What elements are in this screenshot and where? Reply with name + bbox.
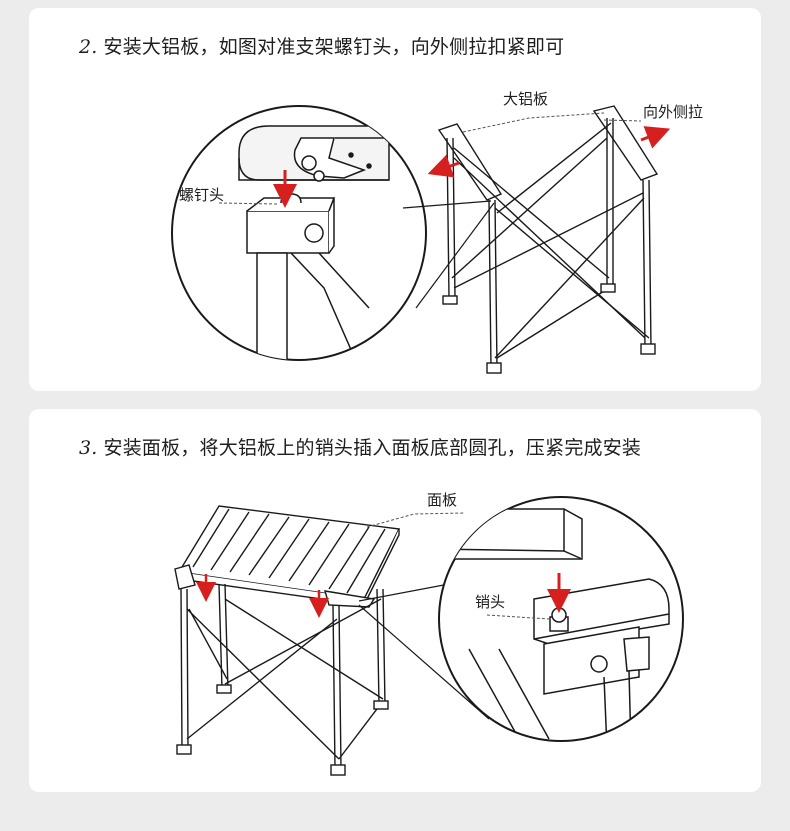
- step-3-illustration: [174, 496, 684, 776]
- step-2-number: 2.: [79, 36, 98, 58]
- label-panel: 面板: [427, 491, 458, 509]
- table-frame-step-3: [174, 505, 401, 776]
- step-2-text: 安装大铝板，如图对准支架螺钉头，向外侧拉扣紧即可: [103, 36, 565, 58]
- step-2-illustration: [171, 105, 671, 374]
- label-pin-head: 销头: [475, 593, 506, 611]
- step-3-number: 3.: [79, 437, 98, 459]
- label-pull-outward: 向外侧拉: [643, 103, 704, 121]
- zoom-circle-screw: [171, 105, 427, 361]
- zoom-circle-pin: [438, 496, 684, 742]
- step-3-card: 3.安装面板，将大铝板上的销头插入面板底部圆孔，压紧完成安装: [29, 409, 761, 792]
- chair-frame-step-2: [437, 105, 659, 374]
- pull-arrow-right: [640, 126, 671, 149]
- label-screw-head: 螺钉头: [179, 186, 225, 204]
- step-3-title: 3.安装面板，将大铝板上的销头插入面板底部圆孔，压紧完成安装: [79, 433, 641, 460]
- step-3-text: 安装面板，将大铝板上的销头插入面板底部圆孔，压紧完成安装: [103, 437, 642, 459]
- pull-arrow-left: [427, 154, 460, 178]
- step-2-title: 2.安装大铝板，如图对准支架螺钉头，向外侧拉扣紧即可: [79, 32, 564, 59]
- label-aluminum-plate: 大铝板: [503, 90, 549, 108]
- step-2-card: 2.安装大铝板，如图对准支架螺钉头，向外侧拉扣紧即可: [29, 8, 761, 391]
